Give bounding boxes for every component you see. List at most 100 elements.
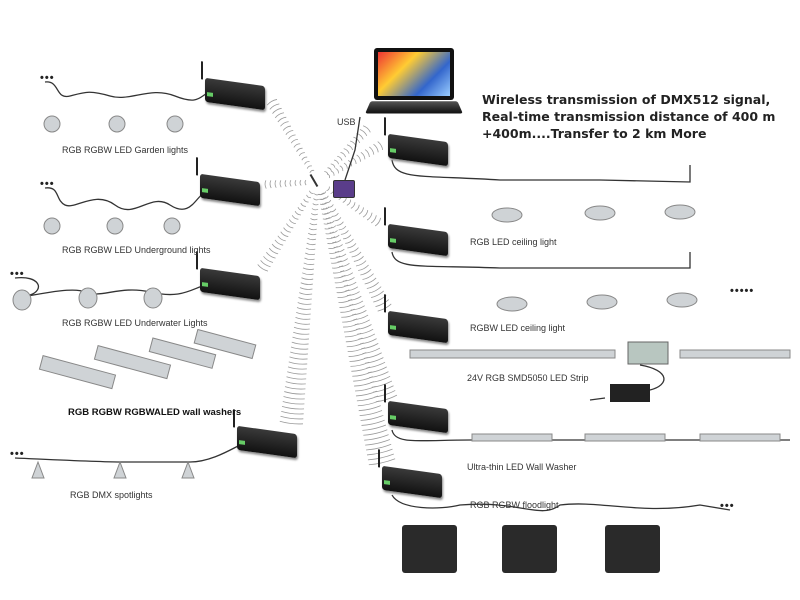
wave-arc xyxy=(344,281,357,287)
wave-arc xyxy=(308,232,317,236)
underwater-light xyxy=(12,289,32,311)
headline-line-2: Real-time transmission distance of 400 m xyxy=(482,109,776,124)
wave-arc xyxy=(283,227,291,233)
underwater-light xyxy=(78,287,98,309)
wave-arc xyxy=(298,297,312,300)
wave-arc xyxy=(335,284,349,289)
wave-arc xyxy=(304,161,310,165)
wave-arc xyxy=(351,251,362,258)
wave-arc xyxy=(362,273,374,280)
wave-arc xyxy=(293,143,301,148)
more-indicator: ••• xyxy=(10,448,25,460)
wave-arc xyxy=(279,420,304,425)
wave-arc xyxy=(369,146,375,155)
wave-arc xyxy=(364,149,370,158)
headline-line-1: Wireless transmission of DMX512 signal, xyxy=(482,92,771,107)
cable-spotlights xyxy=(14,444,241,463)
wave-arc xyxy=(332,270,345,274)
wave-arc xyxy=(274,239,284,246)
wave-arc xyxy=(279,180,282,188)
wave-arc xyxy=(325,199,332,204)
wave-arc xyxy=(344,332,362,338)
wave-arc xyxy=(296,147,303,152)
wave-arc xyxy=(287,371,307,375)
spotlight xyxy=(31,460,45,479)
wave-arc xyxy=(354,204,360,212)
wave-arc xyxy=(339,303,354,308)
wave-arc xyxy=(331,234,340,239)
wave-arc xyxy=(327,167,332,172)
wave-arc xyxy=(302,267,314,270)
led-strip xyxy=(679,349,791,359)
wave-arc xyxy=(332,239,342,243)
wave-arc xyxy=(277,116,287,123)
wave-arc xyxy=(334,217,342,222)
wave-arc xyxy=(326,186,330,192)
wave-arc xyxy=(359,129,368,137)
thin-washer xyxy=(699,433,781,442)
wave-arc xyxy=(303,198,309,203)
label-underwater-lights: RGB RGBW LED Underwater Lights xyxy=(62,318,208,328)
wave-arc xyxy=(358,264,369,271)
wave-arc xyxy=(295,316,311,320)
wave-arc xyxy=(340,308,355,313)
wave-arc xyxy=(323,221,332,225)
wave-arc xyxy=(373,143,379,153)
wave-arc xyxy=(338,225,347,231)
wave-arc xyxy=(308,227,317,231)
spotlight xyxy=(181,460,195,479)
wave-arc xyxy=(365,439,391,446)
wave-arc xyxy=(330,255,341,259)
wave-arc xyxy=(286,376,307,380)
wave-arc xyxy=(310,218,318,221)
wave-arc xyxy=(288,361,308,365)
wave-arc xyxy=(350,202,356,209)
label-rgb-ceiling-light: RGB LED ceiling light xyxy=(470,237,557,247)
wave-arc xyxy=(313,198,319,201)
cable-underwater xyxy=(14,277,206,297)
wave-arc xyxy=(307,237,317,241)
wave-arc xyxy=(293,331,310,335)
wave-arc xyxy=(366,443,392,451)
wave-arc xyxy=(320,207,328,210)
wave-arc xyxy=(282,401,305,405)
wave-arc xyxy=(347,347,366,353)
wave-arc xyxy=(333,274,346,279)
wave-arc xyxy=(348,352,367,357)
wave-arc xyxy=(347,243,357,249)
wave-arc xyxy=(360,414,384,421)
wave-arc xyxy=(374,217,382,227)
wave-arc xyxy=(338,262,350,268)
wave-arc xyxy=(284,391,306,395)
wave-arc xyxy=(294,179,297,187)
wave-arc xyxy=(350,305,365,311)
led-strip xyxy=(409,349,616,359)
wave-arc xyxy=(332,212,339,217)
label-dmx-spotlights: RGB DMX spotlights xyxy=(70,490,153,500)
wave-arc xyxy=(299,179,302,186)
wave-arc xyxy=(333,159,339,165)
headline: Wireless transmission of DMX512 signal, … xyxy=(482,91,775,142)
wave-arc xyxy=(340,267,352,272)
wave-arc xyxy=(338,299,353,303)
label-thin-wall-washer: Ultra-thin LED Wall Washer xyxy=(467,462,577,472)
wave-arc xyxy=(300,282,313,285)
wave-arc xyxy=(290,351,308,355)
wave-arc xyxy=(367,453,394,461)
wave-arc xyxy=(343,323,359,328)
wave-arc xyxy=(301,277,314,280)
wave-arc xyxy=(266,251,276,259)
wave-arc xyxy=(330,163,336,168)
underwater-light xyxy=(143,287,163,309)
wave-arc xyxy=(331,260,342,264)
wave-arc xyxy=(366,281,379,289)
wave-arc xyxy=(355,385,376,392)
wave-arc xyxy=(340,152,346,158)
ceiling-light xyxy=(584,205,616,221)
wave-arc xyxy=(296,307,312,310)
wave-arc xyxy=(306,194,312,199)
wave-arc xyxy=(362,125,371,133)
wave-arc xyxy=(281,406,305,410)
label-garden-lights: RGB RGBW LED Garden lights xyxy=(62,145,189,155)
